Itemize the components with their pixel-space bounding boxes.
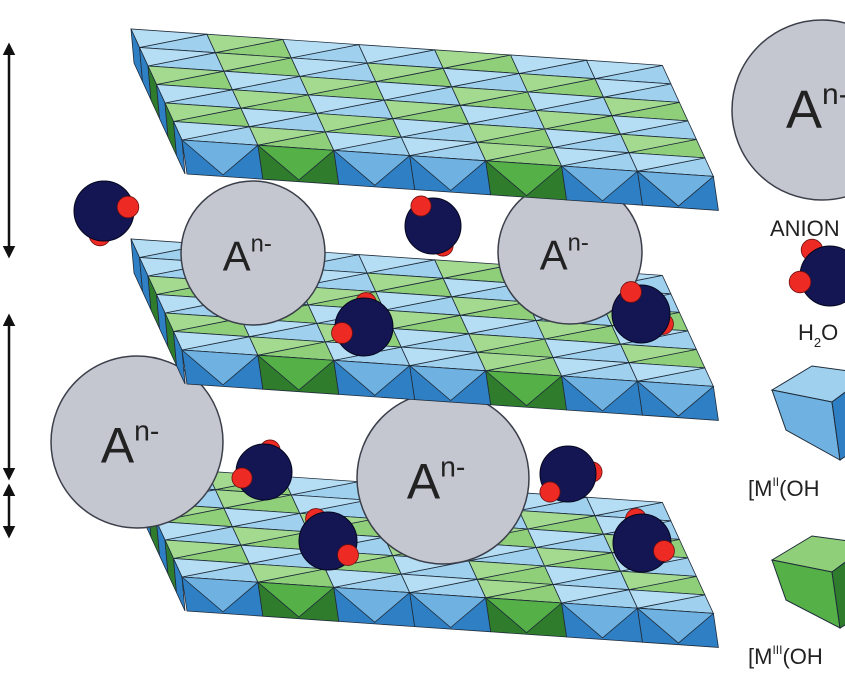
legend-anion: An- ANION [731, 19, 845, 241]
anion: An- [50, 355, 224, 529]
layer-side-face [173, 121, 186, 175]
legend-m2-label: [MII(OH [748, 475, 819, 501]
octahedron-m3-front [484, 370, 568, 411]
octahedron-m2 [459, 314, 546, 340]
octahedron-m2 [552, 584, 639, 609]
anion: An- [356, 391, 530, 565]
water-molecule-icon [539, 445, 603, 503]
octahedron-m3-front [256, 581, 340, 622]
octahedron-icon [770, 365, 845, 461]
interlayer-bottom-contents: An- An- [50, 355, 675, 573]
octahedron-m2 [543, 128, 630, 154]
water-molecule-icon [298, 508, 359, 571]
octahedron-m3 [248, 336, 335, 361]
octahedron-m2-front [560, 375, 643, 416]
legend-water [788, 238, 845, 307]
octahedron-m3 [451, 296, 537, 321]
legend-m3-label: [MIII(OH [748, 643, 823, 669]
octahedron-m3 [619, 570, 706, 596]
anion-symbol: An- [223, 231, 272, 280]
octahedron-m3 [248, 126, 335, 151]
octahedron-m3 [602, 96, 689, 122]
octahedron-m2 [240, 107, 326, 133]
water-molecule-icon [611, 281, 674, 344]
octahedron-m2 [543, 338, 630, 364]
octahedron-m2 [392, 118, 478, 143]
octahedron-m2 [282, 38, 368, 64]
octahedron-m2 [442, 67, 529, 93]
layer-side-face [173, 331, 186, 385]
octahedron-icon [770, 535, 845, 629]
legend-anion-symbol: An- [786, 78, 845, 140]
octahedron-m3 [468, 560, 554, 585]
octahedron-m2-front [332, 359, 416, 401]
octahedron-m2-front [636, 380, 719, 421]
octahedron-m2 [400, 136, 487, 162]
octahedron-m2-front [560, 165, 643, 206]
octahedron-m2-front [560, 602, 643, 643]
octahedron-m2 [223, 507, 309, 533]
octahedron-m3 [476, 578, 563, 604]
octahedron-m2 [400, 573, 487, 599]
octahedron-m2-front [636, 607, 719, 648]
octahedron-m3 [476, 351, 563, 377]
octahedron-m2 [628, 589, 715, 614]
anion: An- [180, 180, 326, 326]
octahedron-m3-front [484, 160, 568, 201]
octahedron-m3 [316, 112, 402, 138]
octahedron-m2 [543, 565, 630, 591]
legend-water-label: H2O [798, 320, 838, 350]
octahedron-m2 [628, 362, 715, 387]
anion-symbol: An- [101, 415, 160, 473]
octahedron-m2-front [180, 349, 264, 390]
octahedron-m3 [383, 99, 470, 125]
anion-symbol: An- [407, 451, 466, 509]
octahedron-m2 [307, 94, 394, 120]
octahedron-m2-front [408, 365, 492, 406]
octahedron-m2 [594, 78, 681, 103]
water-molecule-icon [73, 180, 140, 247]
octahedron-m2-front [332, 586, 416, 628]
anion-symbol: An- [540, 230, 589, 279]
octahedron-m3 [451, 86, 537, 111]
legend-anion-label: ANION [770, 216, 840, 241]
octahedron-m3 [248, 563, 335, 588]
octahedron-m2 [628, 152, 715, 177]
water-molecule-icon [612, 508, 675, 573]
octahedron-m2 [155, 521, 242, 546]
octahedron-m2 [526, 91, 613, 117]
octahedron-m3-front [484, 597, 568, 638]
octahedron-m2-front [636, 170, 719, 211]
water-molecule-icon [231, 439, 293, 501]
octahedron-m3-front [256, 354, 340, 395]
octahedron-m2-front [408, 592, 492, 633]
octahedron-m2-front [180, 576, 264, 617]
anion: An- [497, 179, 643, 325]
octahedron-m3 [619, 133, 706, 159]
legend: An- ANION H2O [MII(OH [MIII(OH [731, 19, 845, 669]
octahedron-m3 [231, 89, 318, 114]
octahedron-m2-front [332, 149, 416, 191]
interlayer-top-contents: An- An- [73, 179, 674, 357]
octahedron-m2 [375, 81, 461, 106]
water-molecule-icon [404, 195, 462, 257]
octahedron-m2-front [408, 155, 492, 196]
octahedron-m3 [518, 510, 605, 535]
octahedron-m3 [434, 49, 520, 74]
octahedron-m3 [468, 333, 554, 358]
octahedron-m3 [535, 110, 622, 135]
octahedron-m2-front [180, 139, 264, 180]
water-molecule-icon [331, 292, 394, 357]
octahedron-m3-front [256, 144, 340, 185]
water-molecule-icon [788, 238, 845, 307]
hydroxide-layer-top [130, 28, 719, 211]
layer-side-face [173, 558, 186, 612]
